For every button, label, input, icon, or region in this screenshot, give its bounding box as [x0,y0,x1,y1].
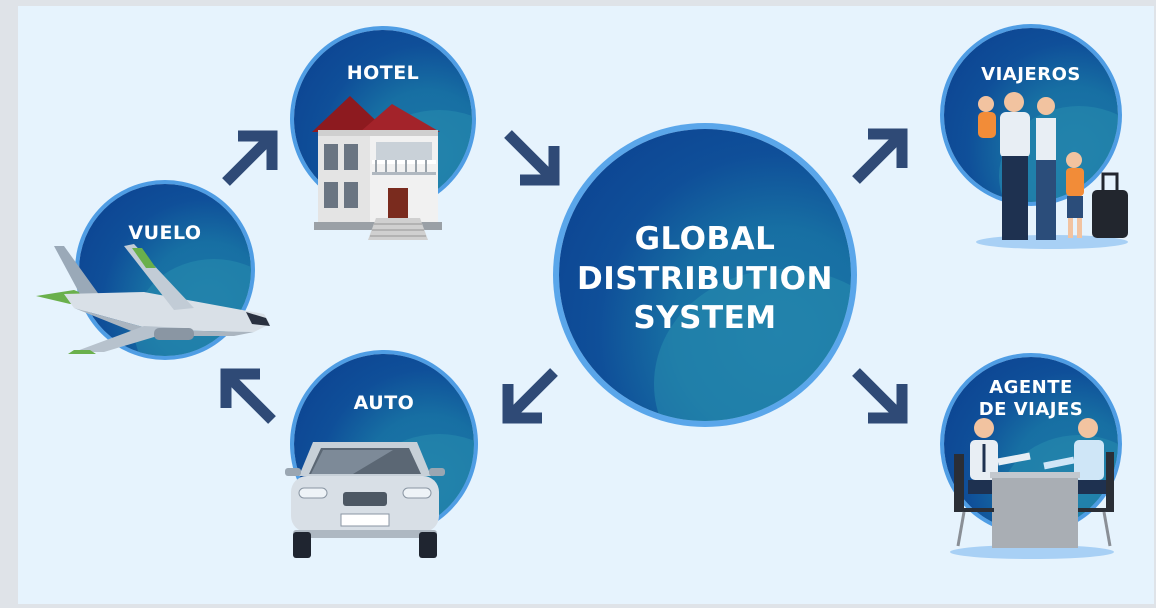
arrow-hotel-to-gds [502,128,562,188]
arrow-auto-to-vuelo [218,366,278,426]
gds-title-line-3: SYSTEM [559,300,851,336]
car-icon [283,432,447,562]
gds-center-circle: GLOBAL DISTRIBUTION SYSTEM [559,129,851,421]
hotel-label: HOTEL [294,62,472,84]
agente-label-line-1: AGENTE [944,377,1118,398]
family-travelers-icon [972,88,1140,252]
hotel-building-icon [310,92,445,242]
arrow-gds-to-agente [850,366,910,426]
airplane-icon [34,244,274,356]
vuelo-label: VUELO [79,222,251,244]
travel-agent-meeting-icon [944,414,1120,560]
arrow-gds-to-auto [500,366,560,426]
arrow-gds-to-viajeros [850,126,910,186]
arrow-vuelo-to-hotel [220,128,280,188]
auto-label: AUTO [294,392,474,414]
gds-title-line-1: GLOBAL [559,221,851,257]
gds-title-line-2: DISTRIBUTION [559,261,851,297]
viajeros-label: VIAJEROS [944,64,1118,85]
